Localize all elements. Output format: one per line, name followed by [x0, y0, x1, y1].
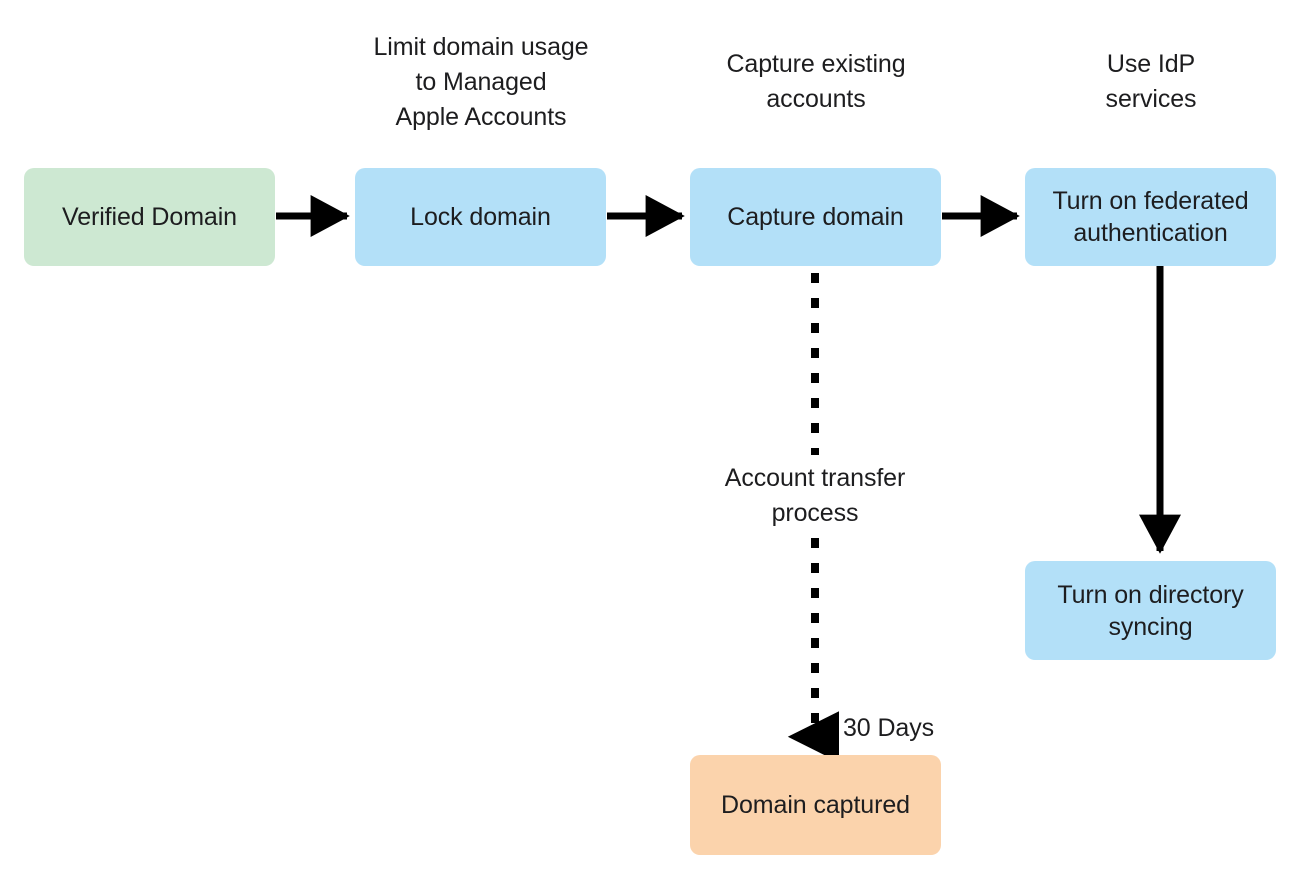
- node-capture-domain[interactable]: Capture domain: [690, 168, 941, 266]
- node-directory-syncing-label: Turn on directory syncing: [1057, 580, 1244, 641]
- node-federated-authentication-label: Turn on federated authentication: [1052, 187, 1249, 247]
- caption-lock-domain: Limit domain usage to Managed Apple Acco…: [373, 33, 589, 131]
- node-lock-domain[interactable]: Lock domain: [355, 168, 606, 266]
- node-directory-syncing[interactable]: Turn on directory syncing: [1025, 561, 1276, 660]
- node-verified-domain-label: Verified Domain: [62, 203, 237, 231]
- node-capture-domain-label: Capture domain: [727, 203, 904, 231]
- edge-label-account-transfer: Account transfer process: [724, 464, 906, 527]
- caption-capture-domain: Capture existing accounts: [726, 50, 906, 113]
- node-domain-captured-label: Domain captured: [721, 791, 910, 819]
- node-domain-captured[interactable]: Domain captured: [690, 755, 941, 855]
- caption-federated-auth: Use IdP services: [1105, 50, 1197, 113]
- node-federated-authentication[interactable]: Turn on federated authentication: [1025, 168, 1276, 266]
- edge-label-30-days: 30 Days: [843, 714, 935, 742]
- node-verified-domain[interactable]: Verified Domain: [24, 168, 275, 266]
- node-lock-domain-label: Lock domain: [410, 203, 551, 231]
